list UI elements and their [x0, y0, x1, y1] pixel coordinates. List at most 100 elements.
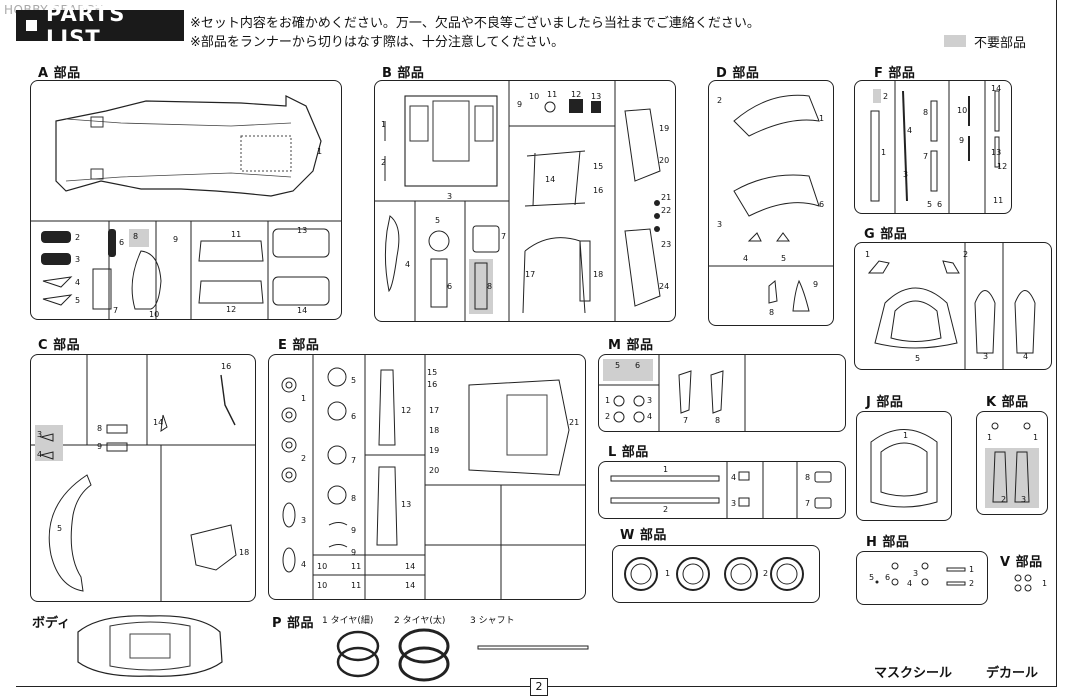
- part-number: 6: [937, 200, 943, 209]
- runner-w: 1 2: [612, 545, 820, 603]
- part-number: 3: [1021, 495, 1027, 504]
- part-number: 14: [297, 306, 308, 315]
- part-number: 1: [605, 396, 611, 405]
- group-label-b: B 部品: [382, 66, 425, 81]
- group-label-v: V 部品: [1000, 555, 1043, 570]
- part-number: 4: [743, 254, 749, 263]
- part-number: 10: [317, 581, 328, 590]
- runner-e: 1 2 3 4 5 6 7 8 9 9 10 11 10 11 12 13 14…: [268, 354, 586, 600]
- part-number: 1: [881, 148, 887, 157]
- part-number: 10: [317, 562, 328, 571]
- part-number: 3: [37, 430, 43, 439]
- group-label-h: H 部品: [866, 535, 910, 550]
- runner-b: 1 2 3 4 5 6 7 8 9 10 11 12 13 14 15 16 1…: [374, 80, 676, 322]
- runner-c-drawing: [31, 355, 255, 601]
- part-number: 12: [401, 406, 412, 415]
- part-number: 2: [75, 233, 81, 242]
- p-tire-thin-label: 1 タイヤ(細): [322, 616, 374, 626]
- group-label-f: F 部品: [874, 66, 916, 81]
- group-label-p: P 部品: [272, 616, 315, 631]
- p-shaft-label: 3 シャフト: [470, 616, 515, 626]
- p-parts-drawing: [336, 628, 589, 682]
- part-number: 13: [401, 500, 412, 509]
- group-label-m: M 部品: [608, 338, 654, 353]
- part-number: 10: [149, 310, 160, 319]
- part-number: 8: [923, 108, 929, 117]
- part-number: 5: [435, 216, 441, 225]
- runner-b-drawing: [375, 81, 661, 321]
- part-number: 1: [301, 394, 307, 403]
- part-number: 18: [593, 270, 604, 279]
- runner-j: 1: [856, 411, 952, 521]
- part-number: 21: [661, 193, 672, 202]
- runner-a-drawing: [31, 95, 341, 319]
- part-number: 23: [661, 240, 672, 249]
- part-number: 4: [301, 560, 307, 569]
- unused-parts-swatch: [944, 35, 966, 47]
- part-number: 2: [963, 250, 969, 259]
- part-number: 2: [969, 579, 975, 588]
- part-number: 2: [301, 454, 307, 463]
- part-number: 1: [903, 431, 909, 440]
- part-number: 1: [381, 120, 387, 129]
- part-number: 1: [987, 433, 993, 442]
- part-number: 7: [351, 456, 357, 465]
- part-number: 20: [429, 466, 440, 475]
- part-number: 24: [659, 282, 670, 291]
- part-number: 11: [993, 196, 1004, 205]
- body-label: ボディ: [32, 616, 71, 631]
- part-number: 5: [75, 296, 81, 305]
- part-number: 3: [717, 220, 723, 229]
- group-label-w: W 部品: [620, 528, 667, 543]
- part-number: 6: [351, 412, 357, 421]
- runner-m-drawing: [599, 355, 746, 431]
- runner-m: 1 2 3 4 5 6 7 8: [598, 354, 846, 432]
- part-number: 12: [571, 90, 582, 99]
- part-number: 8: [133, 232, 139, 241]
- part-number: 10: [957, 106, 968, 115]
- part-number: 20: [659, 156, 670, 165]
- part-number: 7: [113, 306, 119, 315]
- runner-k: 1 1 2 3: [976, 411, 1048, 515]
- runner-k-drawing: [985, 422, 1039, 508]
- part-number: 2: [717, 96, 723, 105]
- group-label-a: A 部品: [38, 66, 81, 81]
- part-number: 21: [569, 418, 580, 427]
- runner-g-drawing: [867, 243, 1036, 369]
- part-number: 3: [647, 396, 653, 405]
- part-number: 11: [351, 581, 362, 590]
- part-number: 6: [635, 361, 641, 370]
- runner-l: 1 2 3 4 7 8: [598, 461, 846, 519]
- part-number: 18: [239, 548, 250, 557]
- part-number: 2: [1001, 495, 1007, 504]
- part-number: 9: [813, 280, 819, 289]
- part-number: 4: [37, 450, 43, 459]
- part-number: 3: [301, 516, 307, 525]
- part-number: 6: [447, 282, 453, 291]
- part-number: 4: [405, 260, 411, 269]
- part-number: 14: [991, 84, 1002, 93]
- runner-e-drawing: [281, 355, 585, 599]
- part-number: 2: [381, 158, 387, 167]
- page-title-text: PARTS LIST: [46, 1, 126, 50]
- part-number: 13: [591, 92, 602, 101]
- part-number: 9: [517, 100, 523, 109]
- part-number: 3: [75, 255, 81, 264]
- part-number: 4: [647, 412, 653, 421]
- group-label-l: L 部品: [608, 445, 649, 460]
- page-title: PARTS LIST: [16, 2, 184, 50]
- part-number: 16: [427, 380, 438, 389]
- part-number: 4: [731, 473, 737, 482]
- page-border-right: [1056, 0, 1057, 686]
- part-number: 14: [405, 581, 416, 590]
- group-label-j: J 部品: [866, 395, 904, 410]
- runner-h-drawing: [875, 562, 966, 586]
- part-number: 8: [769, 308, 775, 317]
- part-number: 5: [927, 200, 933, 209]
- part-number: 18: [429, 426, 440, 435]
- part-number: 4: [75, 278, 81, 287]
- part-number: 5: [351, 376, 357, 385]
- part-number: 10: [529, 92, 540, 101]
- runner-d: 1 2 3 4 5 6 8 9: [708, 80, 834, 326]
- part-number: 1: [1042, 579, 1048, 588]
